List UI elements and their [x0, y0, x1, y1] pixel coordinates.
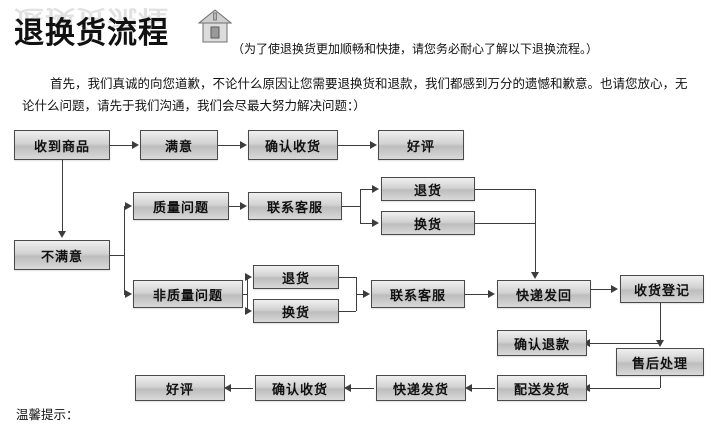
- flow-node-exchange-bottom[interactable]: 换货: [253, 299, 339, 323]
- flow-node-return-bottom[interactable]: 退货: [253, 265, 339, 289]
- flow-node-confirm-receipt-bottom[interactable]: 确认收货: [255, 375, 345, 401]
- flow-node-quality-issue[interactable]: 质量问题: [133, 192, 229, 220]
- intro-line-2: 论什么问题，请先于我们沟通，我们会尽最大努力解决问题：）: [22, 98, 366, 113]
- footer-note: 温馨提示：: [16, 407, 79, 422]
- page-subtitle: （为了使退换货更加顺畅和快捷，请您务必耐心了解以下退换流程。）: [232, 42, 599, 56]
- flow-node-good-review-top[interactable]: 好评: [378, 130, 464, 160]
- flow-node-contact-service-top[interactable]: 联系客服: [248, 192, 342, 220]
- flow-node-not-satisfied[interactable]: 不满意: [14, 240, 110, 270]
- intro-paragraph: 首先，我们真诚的向您道歉，不论什么原因让您需要退换货和退款，我们都感到万分的遗憾…: [22, 73, 694, 117]
- flow-node-receipt-registration[interactable]: 收货登记: [620, 275, 704, 303]
- flow-node-courier-shipment[interactable]: 快递发货: [376, 375, 466, 401]
- flow-node-exchange-top[interactable]: 换货: [381, 211, 475, 235]
- house-icon: [197, 8, 233, 44]
- flow-node-dispatch-shipment[interactable]: 配送发货: [497, 375, 587, 401]
- flow-node-confirm-receipt-top[interactable]: 确认收货: [248, 130, 338, 160]
- page-title: 退换货流程: [14, 16, 169, 51]
- flow-node-satisfied[interactable]: 满意: [140, 130, 218, 160]
- flow-node-good-review-bottom[interactable]: 好评: [135, 375, 225, 401]
- flow-node-return-top[interactable]: 退货: [381, 177, 475, 201]
- intro-line-1: 首先，我们真诚的向您道歉，不论什么原因让您需要退换货和退款，我们都感到万分的遗憾…: [50, 76, 688, 91]
- flow-node-after-sales[interactable]: 售后处理: [616, 348, 704, 376]
- flow-node-ship-back[interactable]: 快递发回: [497, 280, 591, 308]
- flow-node-receive-goods[interactable]: 收到商品: [14, 130, 110, 160]
- flow-node-contact-service-bottom[interactable]: 联系客服: [371, 280, 465, 308]
- flow-node-confirm-refund[interactable]: 确认退款: [497, 330, 587, 356]
- flow-node-non-quality-issue[interactable]: 非质量问题: [133, 280, 243, 308]
